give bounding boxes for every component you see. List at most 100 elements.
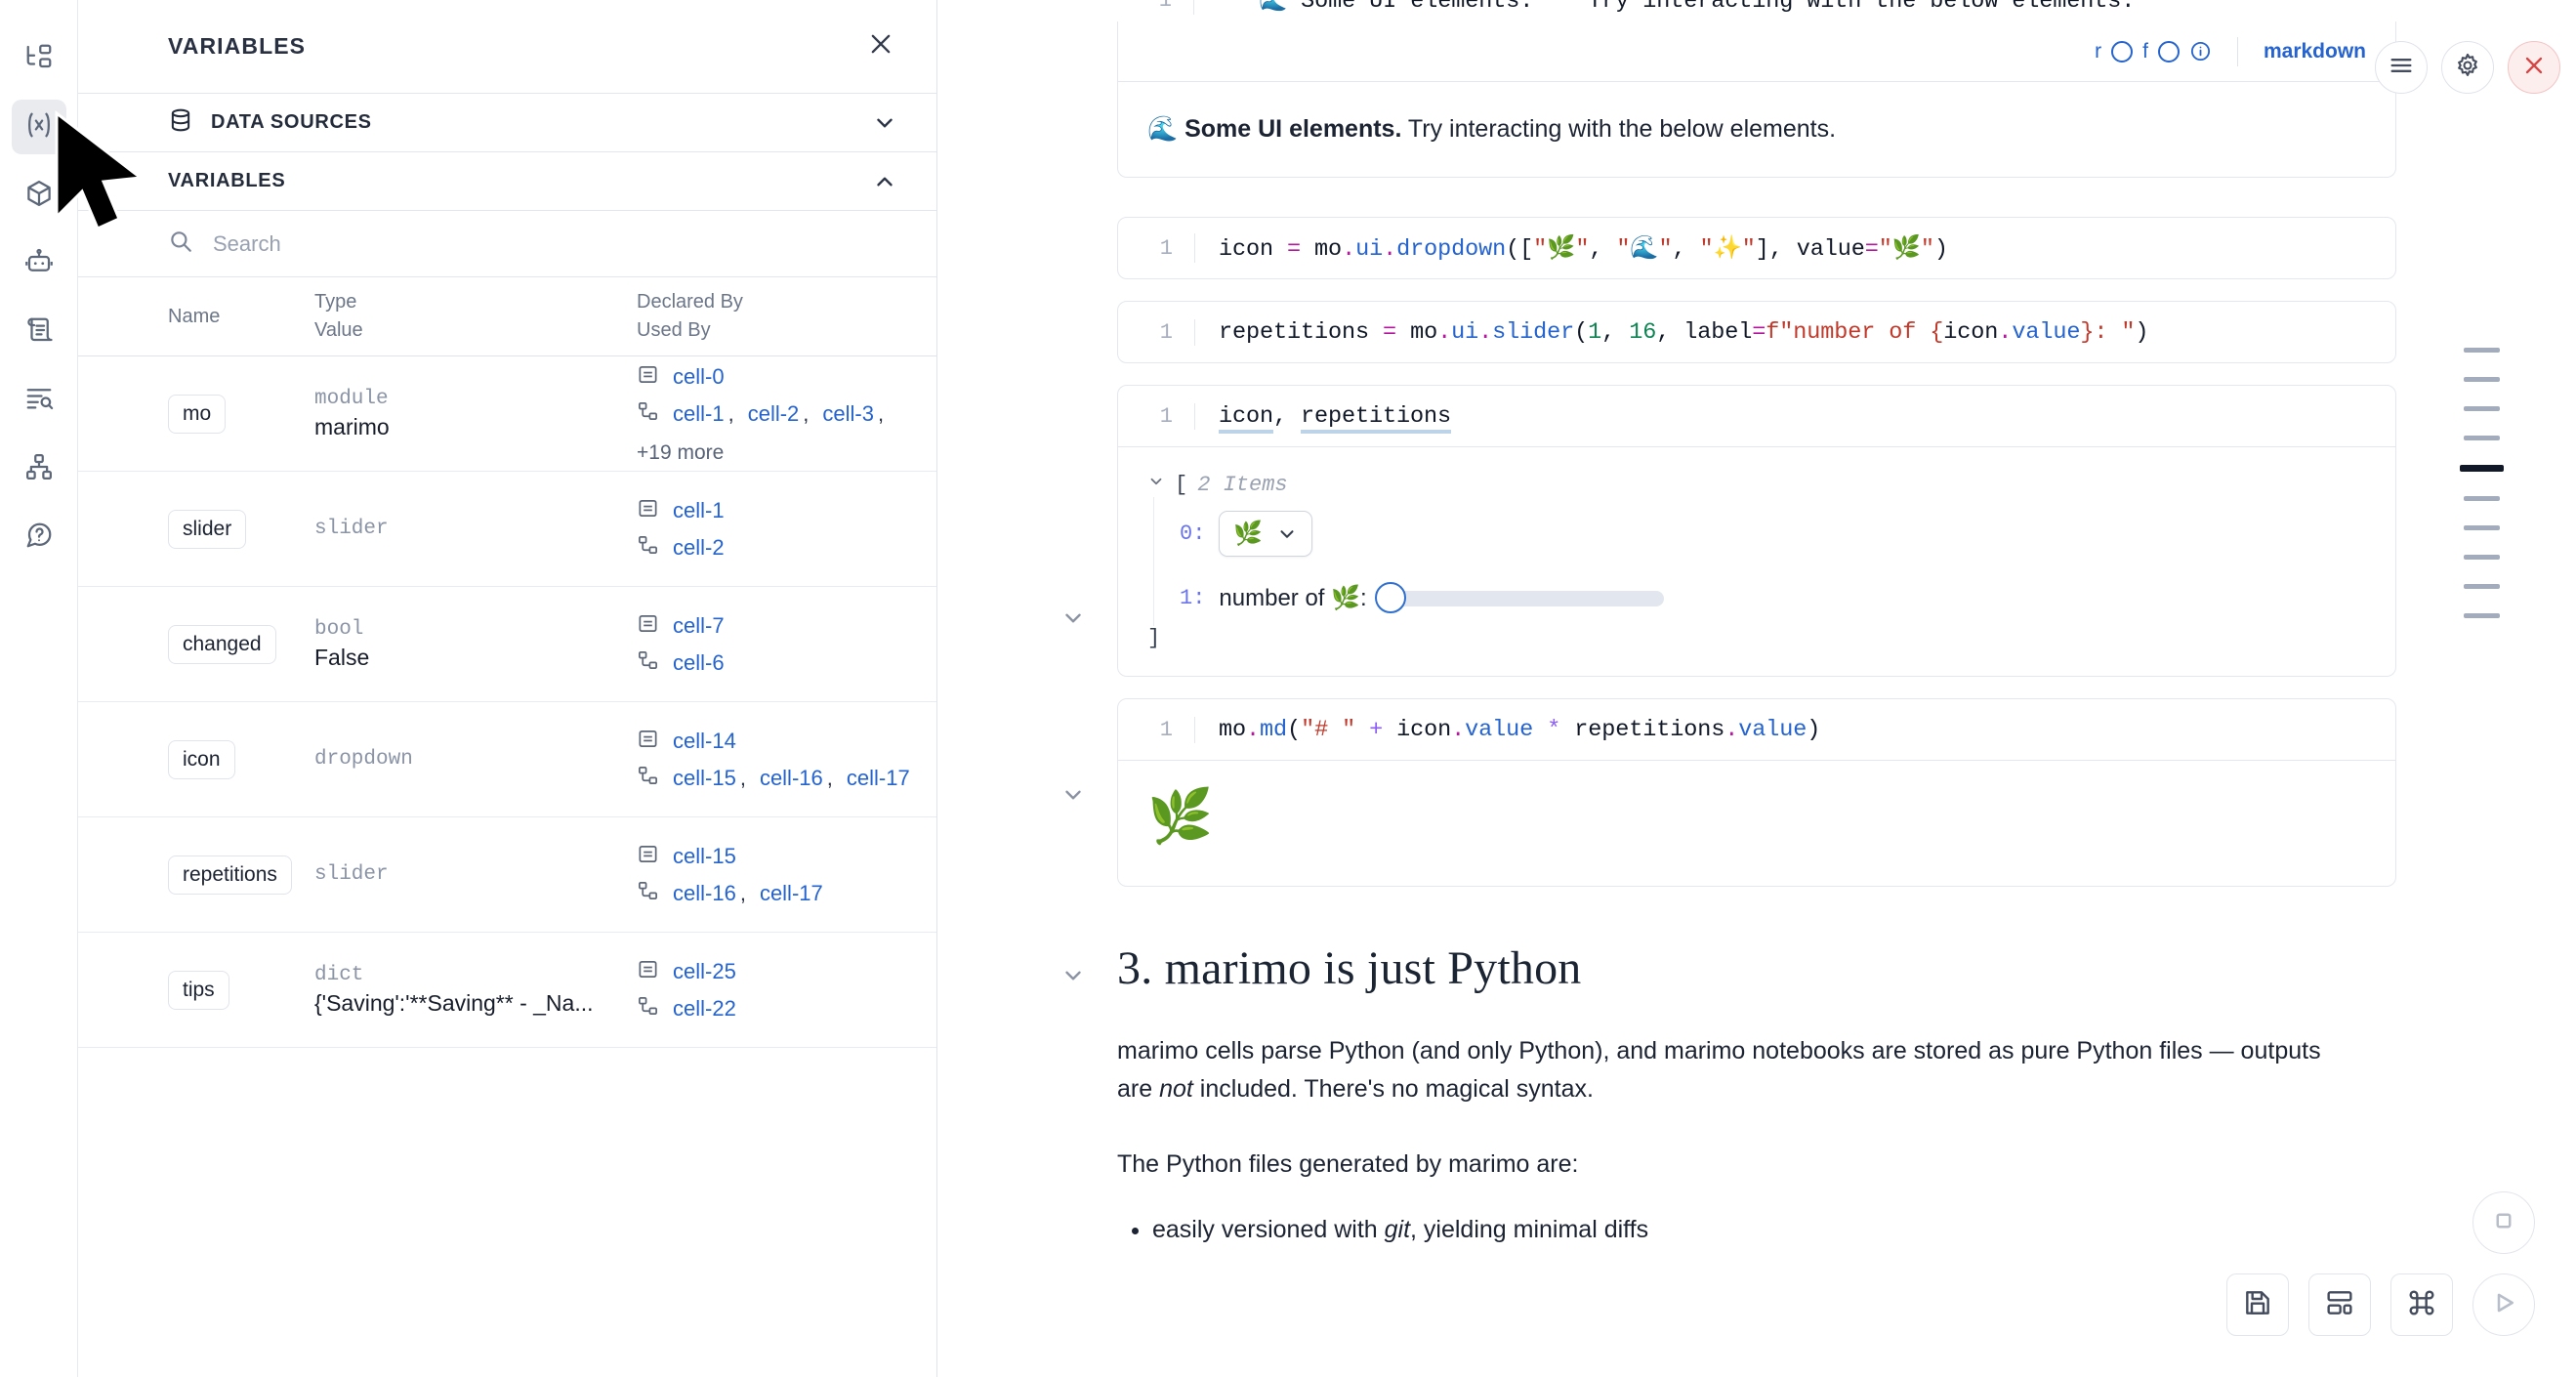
minimap-dash[interactable] <box>2464 348 2500 353</box>
f-label: f <box>2142 39 2148 63</box>
close-panel-button[interactable] <box>864 30 897 63</box>
save-icon <box>2242 1287 2273 1323</box>
code-token <box>1369 319 1383 346</box>
table-row[interactable]: tips dict {'Saving':'**Saving** - _Na...… <box>78 933 936 1048</box>
variable-name-chip[interactable]: changed <box>168 624 276 664</box>
section-collapse-chevron[interactable] <box>1060 963 1086 988</box>
variable-name-chip[interactable]: repetitions <box>168 855 292 895</box>
info-icon[interactable] <box>2189 40 2212 63</box>
page-title: 3. marimo is just Python <box>1117 942 1582 994</box>
cell-link[interactable]: cell-2 <box>747 400 800 426</box>
interrupt-button[interactable] <box>2472 1191 2535 1254</box>
close-icon <box>867 30 894 63</box>
command-palette-button[interactable] <box>2390 1273 2453 1336</box>
minimap-scrollbar[interactable] <box>2460 348 2504 618</box>
code-content[interactable]: mo.md("# " + icon.value * repetitions.va… <box>1194 716 1820 743</box>
variable-cells-ref: cell-25 cell-22 <box>637 958 936 1022</box>
cell-link[interactable]: cell-15 <box>673 765 736 790</box>
code-cell-box[interactable]: 1 icon = mo.ui.dropdown(["🌿", "🌊", "✨"],… <box>1117 217 2396 279</box>
variable-name-chip[interactable]: tips <box>168 970 229 1010</box>
rail-item-packages[interactable] <box>12 168 66 223</box>
save-button[interactable] <box>2226 1273 2289 1336</box>
code-ref-repetitions: repetitions <box>1301 402 1451 434</box>
table-row[interactable]: mo module marimo cell-0 cell-1,cell-2,ce… <box>78 356 936 472</box>
run-flag-toggles[interactable]: r f <box>2095 40 2212 63</box>
code-token: ], <box>1755 236 1797 263</box>
variable-name-cell: repetitions <box>168 855 314 895</box>
cell-link[interactable]: cell-22 <box>673 995 736 1021</box>
code-token: "✨" <box>1699 236 1756 263</box>
item-index: 1: <box>1180 586 1206 610</box>
code-cell-box[interactable]: 1 icon, repetitions <box>1117 385 2396 447</box>
table-row[interactable]: icon dropdown cell-14 cell-15,cell-16,ce… <box>78 702 936 817</box>
cell-link[interactable]: cell-16 <box>759 765 823 790</box>
rail-item-help[interactable] <box>12 510 66 564</box>
variable-name-chip[interactable]: slider <box>168 509 247 549</box>
variable-name-chip[interactable]: mo <box>168 394 227 434</box>
cell-language-label[interactable]: markdown <box>2263 39 2366 63</box>
cell-link[interactable]: cell-17 <box>846 765 910 790</box>
cell-settings-button[interactable] <box>2441 41 2494 94</box>
dropdown-widget[interactable]: 🌿 <box>1219 511 1313 557</box>
cell-menu-button[interactable] <box>2375 41 2428 94</box>
cell-link[interactable]: cell-25 <box>673 958 736 983</box>
variable-type: module <box>314 387 389 410</box>
cell-link[interactable]: cell-1 <box>673 497 725 522</box>
minimap-dash[interactable] <box>2464 406 2500 411</box>
minimap-dash[interactable] <box>2464 377 2500 382</box>
cell-link[interactable]: cell-6 <box>673 649 725 675</box>
rail-item-documentation[interactable] <box>12 305 66 359</box>
table-row[interactable]: slider slider cell-1 cell-2 <box>78 472 936 587</box>
cell-link[interactable]: cell-17 <box>759 880 823 905</box>
slider-label: number of 🌿: <box>1219 585 1367 611</box>
cell-link[interactable]: cell-7 <box>673 612 725 638</box>
cell-link[interactable]: cell-1 <box>673 400 725 426</box>
section-variables[interactable]: VARIABLES <box>78 152 936 211</box>
rail-item-ai-assistant[interactable] <box>12 236 66 291</box>
f-toggle-icon[interactable] <box>2157 40 2180 63</box>
code-content[interactable]: repetitions = mo.ui.slider(1, 16, label=… <box>1194 318 2148 346</box>
output-collapse-chevron[interactable] <box>1060 605 1086 631</box>
r-toggle-icon[interactable] <box>2111 40 2134 63</box>
code-cell-box[interactable]: 1 repetitions = mo.ui.slider(1, 16, labe… <box>1117 301 2396 363</box>
cell-link[interactable]: cell-2 <box>673 534 725 560</box>
rail-item-dependency-graph[interactable] <box>12 441 66 496</box>
minimap-dash-active[interactable] <box>2460 465 2504 472</box>
code-token: repetitions <box>1219 318 1370 346</box>
rail-item-variables[interactable] <box>11 100 66 154</box>
cell-delete-button[interactable] <box>2508 41 2560 94</box>
output-collapse-chevron[interactable] <box>1060 782 1086 808</box>
code-content[interactable]: icon = mo.ui.dropdown(["🌿", "🌊", "✨"], v… <box>1194 233 1948 263</box>
cell-link[interactable]: cell-16 <box>673 880 736 905</box>
search-input[interactable] <box>213 230 897 257</box>
code-token: * <box>1547 716 1561 743</box>
variable-name-chip[interactable]: icon <box>168 739 235 779</box>
more-count[interactable]: +19 more <box>637 440 725 464</box>
minimap-dash[interactable] <box>2464 436 2500 440</box>
cell-link[interactable]: cell-3 <box>822 400 874 426</box>
table-row[interactable]: changed bool False cell-7 cell-6 <box>78 587 936 702</box>
code-cell-box[interactable]: 1 mo.md("# " + icon.value * repetitions.… <box>1117 698 2396 761</box>
cell-link[interactable]: cell-14 <box>673 728 736 753</box>
section-data-sources[interactable]: DATA SOURCES <box>78 94 936 152</box>
chevron-down-icon[interactable] <box>1147 473 1165 497</box>
code-content[interactable]: icon, repetitions <box>1194 402 1451 434</box>
cell-link[interactable]: cell-15 <box>673 843 736 868</box>
minimap-dash[interactable] <box>2464 555 2500 560</box>
table-row[interactable]: repetitions slider cell-15 cell-16,cell-… <box>78 817 936 933</box>
minimap-dash[interactable] <box>2464 613 2500 618</box>
code-token: f"number of { <box>1766 318 1944 346</box>
minimap-dash[interactable] <box>2464 496 2500 501</box>
cell-icon <box>637 363 659 391</box>
slider-widget[interactable] <box>1374 581 1664 613</box>
minimap-dash[interactable] <box>2464 525 2500 530</box>
array-output-header[interactable]: [ 2 Items <box>1147 473 2366 497</box>
minimap-dash[interactable] <box>2464 584 2500 589</box>
rail-item-file-tree[interactable] <box>12 31 66 86</box>
rail-item-logs[interactable] <box>12 373 66 428</box>
layout-button[interactable] <box>2308 1273 2371 1336</box>
cell-link[interactable]: cell-0 <box>673 363 725 389</box>
code-token <box>1560 717 1574 743</box>
slider-thumb[interactable] <box>1374 581 1406 613</box>
run-button[interactable] <box>2472 1273 2535 1336</box>
